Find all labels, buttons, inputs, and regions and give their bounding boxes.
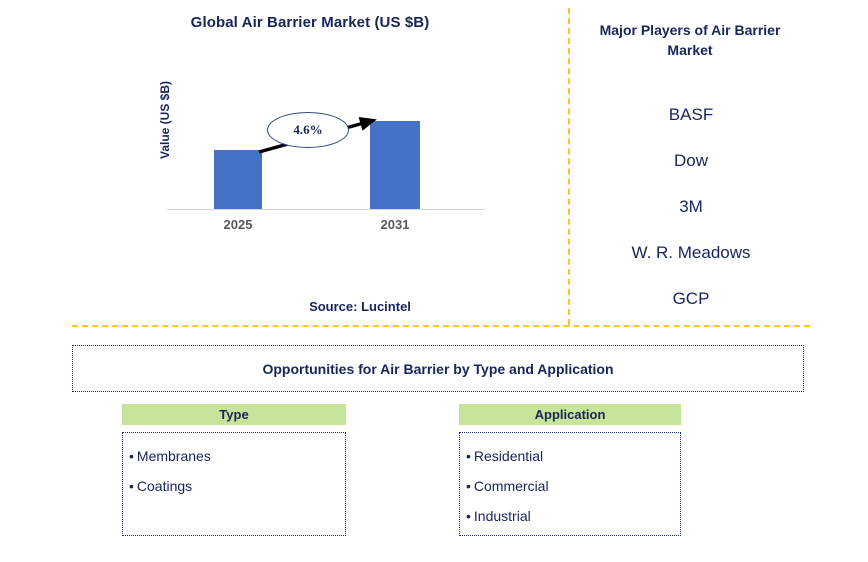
x-tick-label-2025: 2025 (223, 217, 253, 232)
player-item: GCP (672, 289, 710, 308)
opportunities-banner: Opportunities for Air Barrier by Type an… (72, 345, 804, 392)
bullet-icon: • (129, 448, 134, 464)
bar-2031 (370, 121, 420, 209)
list-item: •Industrial (466, 501, 680, 531)
type-column: Type •Membranes •Coatings (122, 404, 346, 536)
vertical-divider (568, 8, 570, 325)
chart-title: Global Air Barrier Market (US $B) (190, 14, 430, 31)
list-item: •Commercial (466, 471, 680, 501)
list-item-label: Industrial (473, 508, 531, 524)
list-item: •Coatings (129, 471, 345, 501)
players-panel-title: Major Players of Air Barrier Market (599, 22, 781, 59)
list-item: •Membranes (129, 441, 345, 471)
cagr-callout: 4.6% (267, 112, 349, 148)
x-tick-label-2031: 2031 (380, 217, 410, 232)
player-item: W. R. Meadows (631, 243, 751, 262)
list-item-label: Membranes (136, 448, 211, 464)
bullet-icon: • (466, 478, 471, 494)
list-item-label: Commercial (473, 478, 549, 494)
opportunities-banner-label: Opportunities for Air Barrier by Type an… (262, 360, 614, 377)
bar-2025 (214, 150, 262, 209)
application-column-header: Application (459, 404, 681, 425)
player-item: BASF (668, 105, 714, 124)
application-column: Application •Residential •Commercial •In… (459, 404, 681, 536)
y-axis-label: Value (US $B) (158, 80, 172, 160)
list-item-label: Coatings (136, 478, 193, 494)
bar-chart: Value (US $B) 4.6% 2025 2031 (155, 81, 485, 232)
player-item: Dow (673, 151, 708, 170)
horizontal-divider (72, 325, 810, 327)
source-note: Source: Lucintel (309, 299, 411, 314)
list-item: •Residential (466, 441, 680, 471)
x-axis-line (167, 209, 485, 210)
bullet-icon: • (129, 478, 134, 494)
application-column-list: •Residential •Commercial •Industrial (459, 432, 681, 536)
bullet-icon: • (466, 448, 471, 464)
players-list: BASF Dow 3M W. R. Meadows GCP (580, 92, 802, 322)
bullet-icon: • (466, 508, 471, 524)
type-column-header: Type (122, 404, 346, 425)
player-item: 3M (679, 197, 703, 216)
type-column-list: •Membranes •Coatings (122, 432, 346, 536)
list-item-label: Residential (473, 448, 544, 464)
